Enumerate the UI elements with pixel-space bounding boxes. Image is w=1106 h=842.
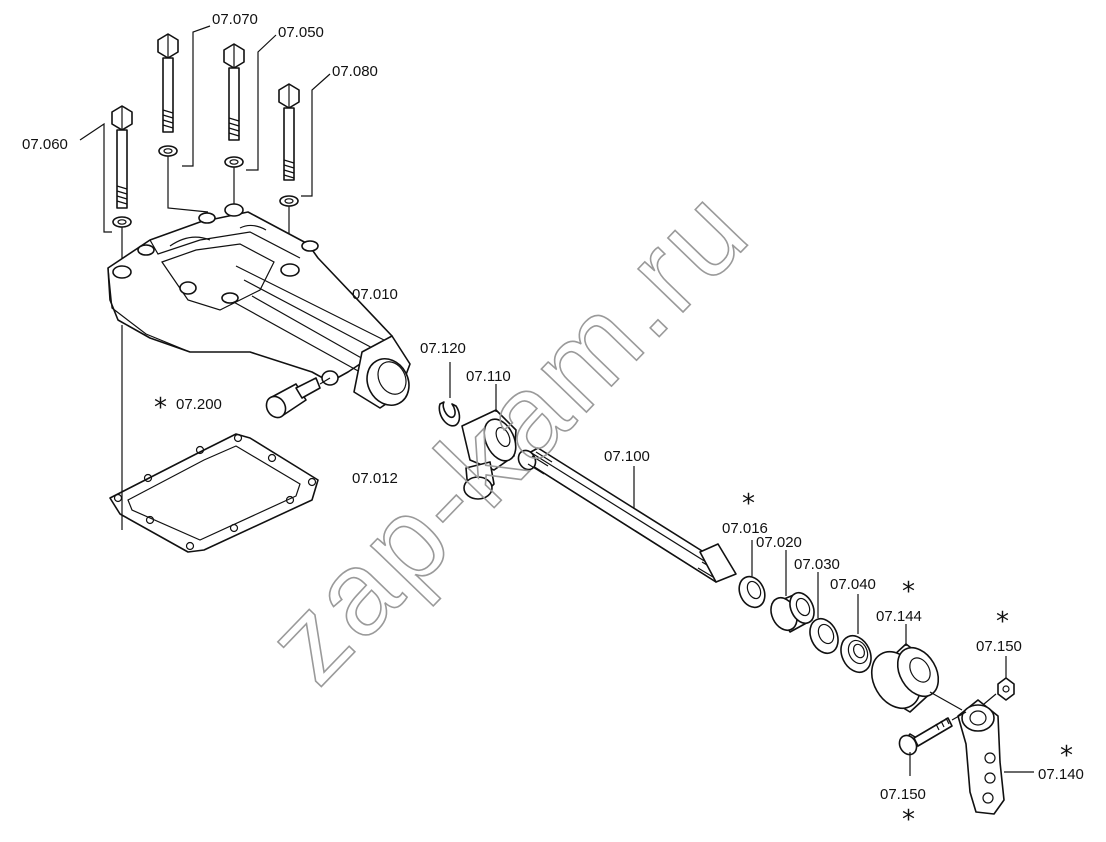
label-07-140: 07.140 [1038, 766, 1084, 783]
label-07-110: 07.110 [466, 368, 511, 385]
label-07-070: 07.070 [212, 11, 258, 28]
star-07-144: * [902, 577, 915, 607]
label-07-030: 07.030 [794, 556, 840, 573]
bolt-07-150[interactable] [896, 717, 953, 758]
label-07-010: 07.010 [352, 286, 398, 303]
leader-07-080 [301, 73, 331, 197]
rubber-bushing-07-144[interactable] [862, 640, 947, 716]
breather-plug-07-200[interactable] [263, 377, 321, 421]
label-07-012: 07.012 [352, 470, 398, 487]
label-07-050: 07.050 [278, 24, 324, 41]
leader-07-070 [182, 25, 211, 167]
label-07-020: 07.020 [756, 534, 802, 551]
label-07-200: 07.200 [176, 396, 222, 413]
label-07-016: 07.016 [722, 520, 768, 537]
housing-07-010[interactable] [107, 203, 417, 413]
gasket-07-012[interactable] [109, 433, 319, 553]
bearing-07-040[interactable] [835, 631, 876, 677]
bush-07-020[interactable] [766, 589, 819, 635]
label-07-080: 07.080 [332, 63, 378, 80]
star-07-200: * [154, 393, 167, 423]
axis-line-shaft-to-lever [929, 691, 963, 711]
label-07-150-nut: 07.150 [976, 638, 1022, 655]
bolt-07-070[interactable] [157, 33, 179, 157]
ring-07-030[interactable] [805, 614, 844, 658]
axis-line-bolt [951, 711, 967, 721]
lever-07-140[interactable] [957, 699, 1005, 815]
bolt-07-080[interactable] [278, 83, 300, 207]
leader-07-200 [319, 377, 331, 385]
label-07-120: 07.120 [420, 340, 466, 357]
bolt-07-060[interactable] [111, 105, 133, 228]
shaft-07-100[interactable] [515, 447, 737, 583]
bolt-07-050[interactable] [223, 43, 245, 168]
label-07-100: 07.100 [604, 448, 650, 465]
seal-07-016[interactable] [734, 572, 769, 611]
star-07-150-nut: * [996, 607, 1009, 637]
watermark: zap-kam.ru [242, 163, 775, 708]
star-07-150-bolt: * [902, 805, 915, 835]
label-07-144: 07.144 [876, 608, 922, 625]
label-07-150-bolt: 07.150 [880, 786, 926, 803]
leader-07-060 [79, 122, 112, 233]
circlip-07-120[interactable] [438, 401, 461, 427]
star-07-016: * [742, 489, 755, 519]
axis-line-nut [983, 693, 997, 705]
label-07-060: 07.060 [22, 136, 68, 153]
nut-07-150[interactable] [997, 677, 1015, 701]
leader-07-050 [246, 34, 277, 171]
star-07-140: * [1060, 741, 1073, 771]
bolt-alignment-lines [121, 156, 290, 268]
label-07-040: 07.040 [830, 576, 876, 593]
shift-finger-07-110[interactable] [461, 409, 522, 500]
